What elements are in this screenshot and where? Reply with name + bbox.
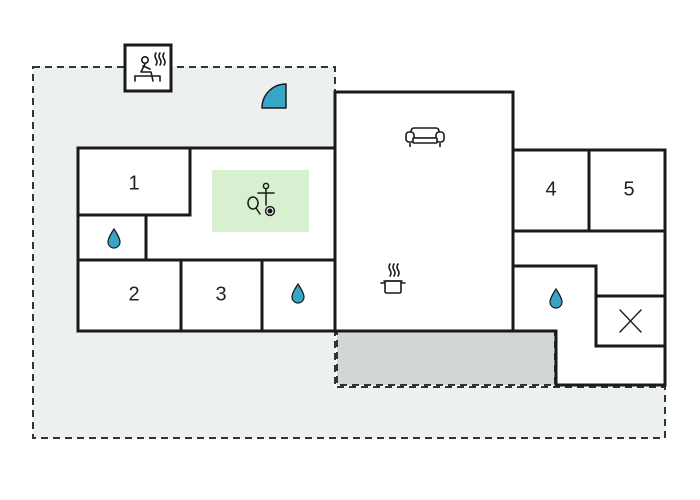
room-label-1: 1 xyxy=(128,172,139,194)
cooking-pot-icon xyxy=(380,263,406,294)
water-drop-icon xyxy=(107,227,121,249)
sauna-icon xyxy=(123,43,173,93)
room-label-3: 3 xyxy=(215,283,226,305)
room-label-4: 4 xyxy=(545,178,556,200)
activity-zone xyxy=(212,170,309,232)
cross-icon xyxy=(619,309,642,333)
water-drop-icon xyxy=(291,282,305,304)
room-label-2: 2 xyxy=(128,283,139,305)
water-drop-icon xyxy=(549,287,563,309)
outer-wall xyxy=(76,90,667,387)
terrace xyxy=(336,330,556,386)
door-icon xyxy=(261,83,287,109)
room-label-5: 5 xyxy=(623,178,634,200)
wall xyxy=(76,146,192,217)
walls xyxy=(76,90,667,387)
building-floor xyxy=(78,92,665,385)
table-tennis-football-icon xyxy=(247,182,276,217)
sofa-icon xyxy=(405,127,445,147)
wall xyxy=(511,264,667,348)
